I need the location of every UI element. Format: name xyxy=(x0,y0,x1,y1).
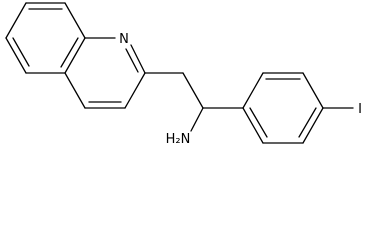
bond xyxy=(64,2,86,39)
bond xyxy=(5,2,27,39)
bond xyxy=(5,37,27,74)
bond xyxy=(302,107,324,144)
bond xyxy=(302,72,324,109)
iodine-label: I xyxy=(358,102,362,117)
bond xyxy=(125,48,139,73)
bond xyxy=(190,107,204,132)
bond xyxy=(12,37,30,67)
bond xyxy=(64,72,86,109)
bond xyxy=(242,72,264,109)
bond xyxy=(298,107,317,138)
bond xyxy=(182,72,204,109)
bond xyxy=(124,72,146,109)
bond xyxy=(64,37,86,74)
bonds xyxy=(5,2,354,144)
bond xyxy=(242,107,264,144)
chemical-structure-diagram: N H₂N I xyxy=(5,2,362,147)
nitrogen-label: N xyxy=(119,32,129,47)
bond xyxy=(60,37,79,68)
amine-label: H₂N xyxy=(166,132,191,147)
bond xyxy=(130,44,146,74)
bond xyxy=(249,107,268,138)
